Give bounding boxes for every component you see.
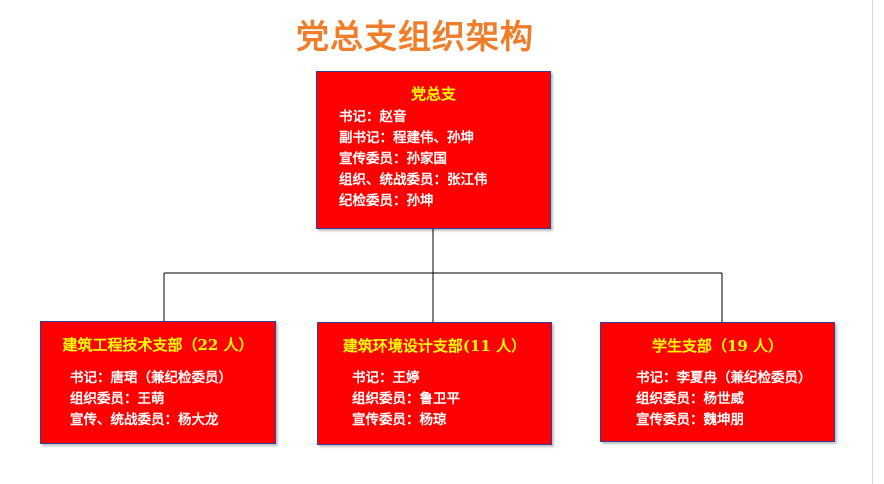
root-line-discipline: 纪检委员：孙坤 — [339, 193, 434, 209]
branch-member-line: 宣传委员：魏坤朋 — [636, 412, 744, 428]
root-node-members: 书记：赵音 副书记：程建伟、孙坤 宣传委员：孙家国 组织、统战委员：张江伟 纪检… — [317, 107, 550, 212]
branch-member-line: 书记：唐珺（兼纪检委员） — [70, 370, 232, 386]
root-line-publicity: 宣传委员：孙家国 — [339, 151, 447, 167]
branch-member-line: 书记：李夏冉（兼纪检委员） — [636, 370, 812, 386]
branch-node-members: 书记：唐珺（兼纪检委员） 组织委员：王萌 宣传、统战委员：杨大龙 — [41, 368, 275, 431]
branch-node-title: 建筑环境设计支部(11 人） — [342, 337, 527, 355]
branch-node-members: 书记：李夏冉（兼纪检委员） 组织委员：杨世威 宣传委员：魏坤朋 — [601, 368, 834, 431]
branch-node-student: 学生支部（19 人） 书记：李夏冉（兼纪检委员） 组织委员：杨世威 宣传委员：魏… — [600, 322, 835, 442]
root-line-organization: 组织、统战委员：张江伟 — [339, 172, 488, 188]
root-node: 党总支 书记：赵音 副书记：程建伟、孙坤 宣传委员：孙家国 组织、统战委员：张江… — [316, 71, 551, 229]
root-line-secretary: 书记：赵音 — [339, 109, 407, 125]
branch-member-line: 宣传委员：杨琼 — [352, 412, 447, 428]
branch-member-line: 组织委员：鲁卫平 — [352, 391, 460, 407]
branch-member-line: 组织委员：杨世威 — [636, 391, 744, 407]
branch-member-line: 书记：王婷 — [352, 370, 420, 386]
branch-member-line: 组织委员：王萌 — [70, 391, 165, 407]
branch-node-members: 书记：王婷 组织委员：鲁卫平 宣传委员：杨琼 — [318, 368, 551, 431]
right-edge-line — [872, 0, 873, 484]
branch-member-line: 宣传、统战委员：杨大龙 — [70, 412, 219, 428]
branch-node-environment-design: 建筑环境设计支部(11 人） 书记：王婷 组织委员：鲁卫平 宣传委员：杨琼 — [317, 322, 552, 445]
branch-node-title: 学生支部（19 人） — [651, 337, 784, 355]
branch-node-title: 建筑工程技术支部（22 人） — [62, 336, 254, 354]
chart-title: 党总支组织架构 — [296, 17, 534, 56]
root-line-deputy-secretary: 副书记：程建伟、孙坤 — [339, 130, 474, 146]
branch-node-engineering: 建筑工程技术支部（22 人） 书记：唐珺（兼纪检委员） 组织委员：王萌 宣传、统… — [40, 321, 276, 444]
root-node-title: 党总支 — [410, 85, 456, 103]
